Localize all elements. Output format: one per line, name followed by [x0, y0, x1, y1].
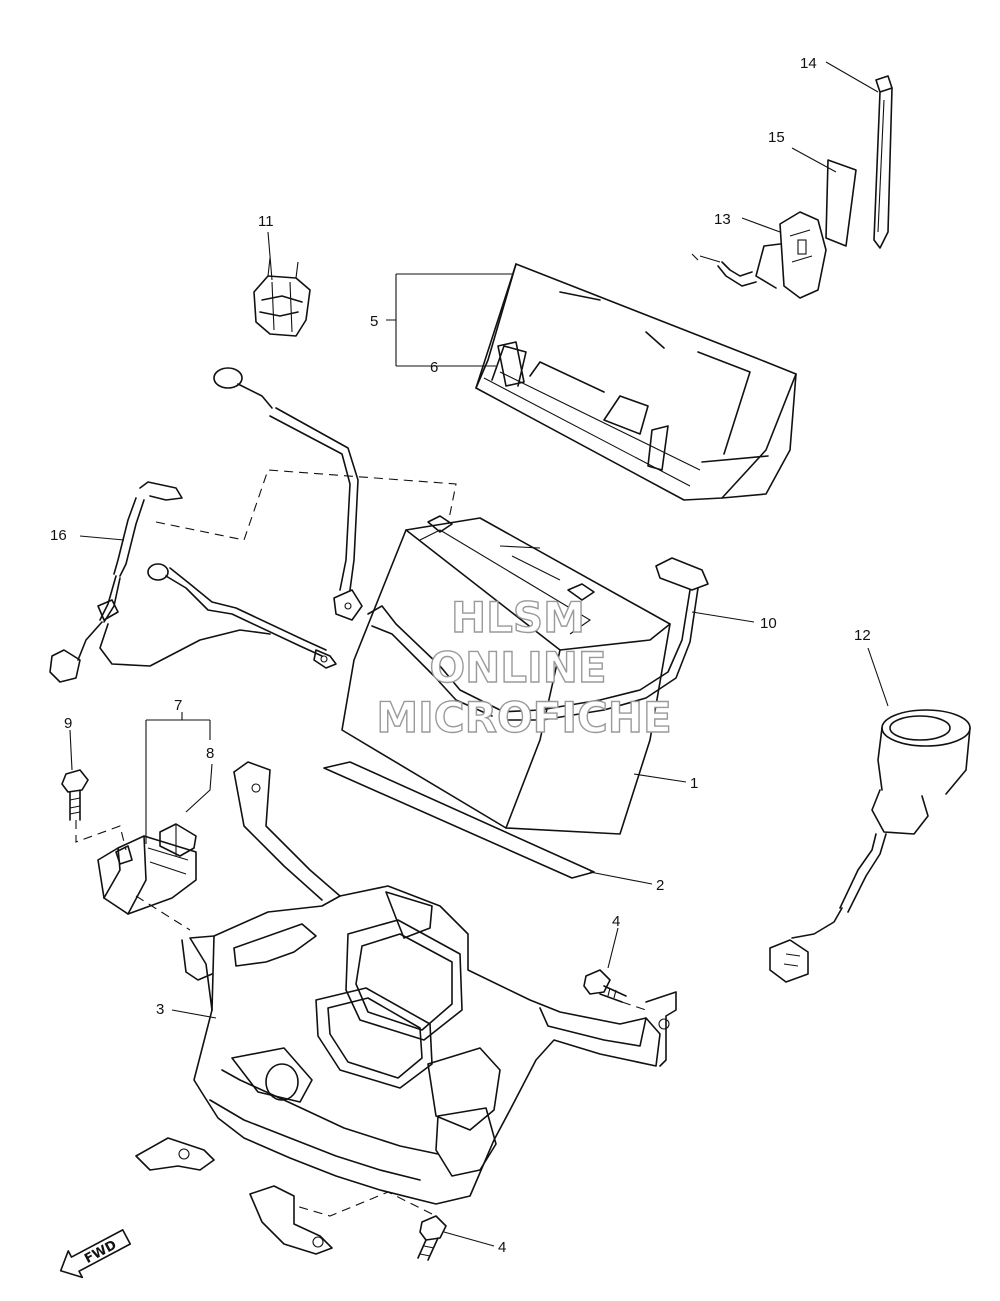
callout-4-upper: 4 [612, 913, 620, 930]
callout-2: 2 [656, 877, 664, 894]
watermark-line-3: MICROFICHE [376, 693, 671, 742]
battery-cable-positive[interactable] [213, 367, 501, 717]
callout-13: 13 [714, 211, 731, 228]
fuse-part-8[interactable] [159, 823, 197, 857]
callout-4-lower: 4 [498, 1239, 506, 1256]
assembly-line-relay [135, 895, 191, 931]
battery-pad-part-2[interactable] [323, 761, 595, 879]
callout-8: 8 [206, 745, 214, 762]
assembly-line-terminal [155, 469, 457, 541]
callout-numbers: 14 15 13 11 5 6 16 10 12 7 9 8 1 2 4 3 4 [50, 55, 871, 1256]
battery-band-part-6[interactable] [497, 341, 669, 471]
callout-15: 15 [768, 129, 785, 146]
leader-lines [69, 61, 889, 1247]
watermark: HLSM ONLINE MICROFICHE [376, 592, 673, 742]
callout-16: 16 [50, 527, 67, 544]
callout-12: 12 [854, 627, 871, 644]
callout-1: 1 [690, 775, 698, 792]
bracket-stay[interactable] [233, 761, 341, 901]
battery-part-1[interactable] [341, 515, 671, 835]
bolt-part-4-lower[interactable] [417, 1215, 447, 1261]
bolt-part-9[interactable] [61, 769, 89, 821]
battery-bracket-part-3[interactable] [181, 885, 677, 1205]
callout-11: 11 [258, 213, 274, 230]
bracket-foot-right[interactable] [249, 1185, 333, 1255]
battery-cover-part-5[interactable] [475, 263, 797, 501]
relay-part-7[interactable] [97, 835, 197, 915]
battery-lead-part-10[interactable] [499, 557, 709, 721]
pad-part-15[interactable] [825, 159, 857, 247]
callout-10: 10 [760, 615, 777, 632]
harness-part-16[interactable] [49, 481, 271, 683]
callout-3: 3 [156, 1001, 164, 1018]
bolt-part-4-upper[interactable] [583, 969, 627, 1003]
callout-14: 14 [800, 55, 817, 72]
forward-arrow-icon: FWD [59, 1229, 132, 1279]
sensor-part-13[interactable] [691, 211, 827, 299]
callout-9: 9 [64, 715, 72, 732]
assembly-line-bolt-4-lower [295, 1191, 433, 1217]
callout-7: 7 [174, 697, 182, 714]
callout-6: 6 [430, 359, 438, 376]
watermark-line-1: HLSM [451, 593, 585, 642]
negative-cable[interactable] [147, 563, 337, 669]
assembly-line-bolt-9 [75, 820, 127, 851]
socket-part-12[interactable] [769, 709, 971, 983]
cable-tie-part-14[interactable] [873, 75, 893, 249]
callout-5: 5 [370, 313, 378, 330]
bracket-foot-left[interactable] [135, 1137, 215, 1171]
watermark-line-2: ONLINE [429, 643, 606, 692]
clamp-part-11[interactable] [253, 257, 311, 337]
assembly-line-bolt-4-upper [621, 1001, 647, 1011]
